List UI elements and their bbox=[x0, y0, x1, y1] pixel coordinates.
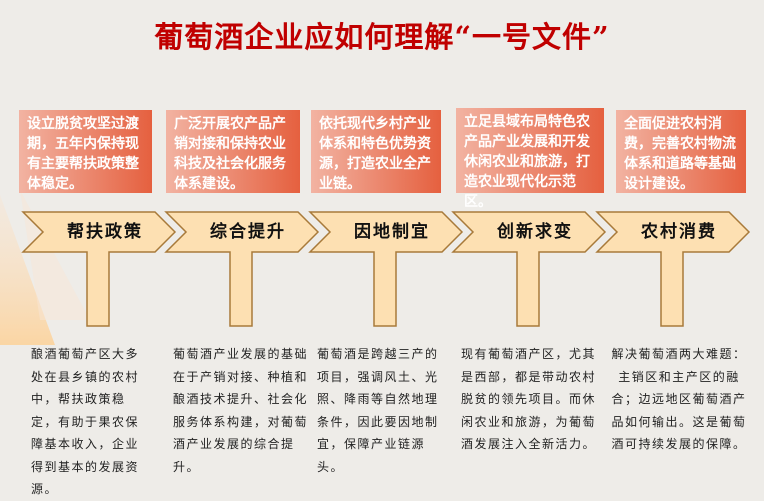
chevron-shape bbox=[21, 211, 177, 327]
step-label-4: 创新求变 bbox=[497, 222, 573, 242]
step-label-5: 农村消费 bbox=[641, 222, 717, 242]
chevron-shape bbox=[308, 211, 464, 327]
step-detail-5: 解决葡萄酒两大难题：主销区和主产区的融合；边远地区葡萄酒产品如何输出。这是葡萄酒… bbox=[611, 347, 747, 451]
step-detail-2: 葡萄酒产业发展的基础在于产销对接、种植和酿酒技术提升、社会化服务体系构建，对葡萄… bbox=[173, 347, 309, 474]
summary-box-1: 设立脱贫攻坚过渡期，五年内保持现有主要帮扶政策整体稳定。 bbox=[19, 110, 152, 193]
chevron-step-2 bbox=[164, 211, 320, 327]
summary-box-3: 依托现代乡村产业体系和特色优势资源，打造农业全产业链。 bbox=[311, 110, 441, 193]
step-label-2: 综合提升 bbox=[210, 222, 286, 242]
summary-box-4: 立足县域布局特色农产品产业发展和开发休闲农业和旅游，打造农业现代化示范区。 bbox=[456, 108, 604, 210]
step-label-1: 帮扶政策 bbox=[67, 222, 143, 242]
chevron-shape bbox=[164, 211, 320, 327]
summary-box-5: 全面促进农村消费，完善农村物流体系和道路等基础设计建设。 bbox=[616, 110, 746, 193]
step-detail-3: 葡萄酒是跨越三产的项目，强调风土、光照、降雨等自然地理条件，因此要因地制宜，保障… bbox=[317, 347, 439, 474]
chevron-shape bbox=[595, 211, 751, 327]
chevron-step-5 bbox=[595, 211, 751, 327]
chevron-step-1 bbox=[21, 211, 177, 327]
chevron-shape bbox=[451, 211, 607, 327]
step-detail-1: 酿酒葡萄产区大多处在县乡镇的农村中，帮扶政策稳定，有助于果农保障基本收入，企业得… bbox=[31, 347, 140, 496]
step-detail-4: 现有葡萄酒产区，尤其是西部，都是带动农村脱贫的领先项目。而休闲农业和旅游，为葡萄… bbox=[461, 347, 597, 451]
chevron-step-4 bbox=[451, 211, 607, 327]
step-label-3: 因地制宜 bbox=[354, 222, 430, 242]
summary-box-2: 广泛开展农产品产销对接和保持农业科技及社会化服务体系建设。 bbox=[166, 110, 300, 193]
chevron-step-3 bbox=[308, 211, 464, 327]
page-title: 葡萄酒企业应如何理解“一号文件” bbox=[154, 20, 610, 54]
